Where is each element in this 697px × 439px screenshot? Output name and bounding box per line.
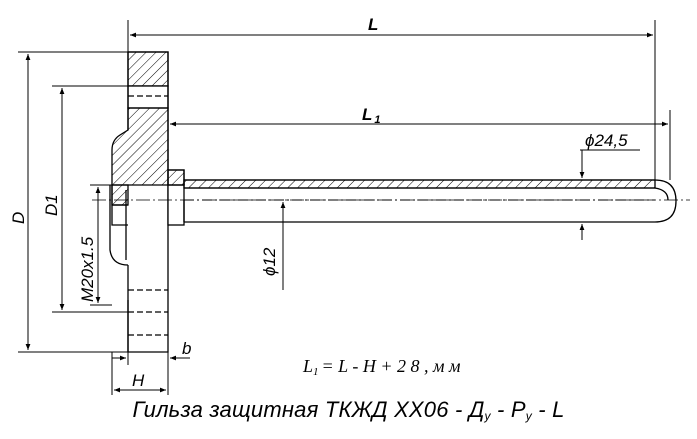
label-D: D bbox=[9, 212, 28, 224]
formula: L1= L - H + 2 8 , м м bbox=[302, 356, 461, 378]
label-L: L bbox=[368, 15, 378, 34]
flange bbox=[109, 51, 185, 353]
flange-top-section bbox=[127, 51, 169, 87]
label-b: b bbox=[182, 339, 191, 358]
label-D1: D1 bbox=[42, 194, 61, 216]
label-H: H bbox=[132, 371, 145, 390]
dimensions bbox=[18, 20, 671, 395]
label-thread: M20x1.5 bbox=[78, 236, 97, 302]
flange-bolt-hole-top bbox=[127, 85, 169, 109]
flange-boss-section bbox=[111, 107, 169, 186]
label-outer-diameter: ϕ24,5 bbox=[585, 131, 628, 150]
tube-wall-top bbox=[183, 179, 656, 189]
drawing-caption: Гильза защитная ТКЖД ХХ06 - Ду - Ру - L bbox=[132, 397, 565, 423]
protective-tube bbox=[183, 179, 677, 223]
label-inner-diameter: ϕ12 bbox=[260, 247, 279, 276]
tube-end bbox=[654, 179, 677, 223]
